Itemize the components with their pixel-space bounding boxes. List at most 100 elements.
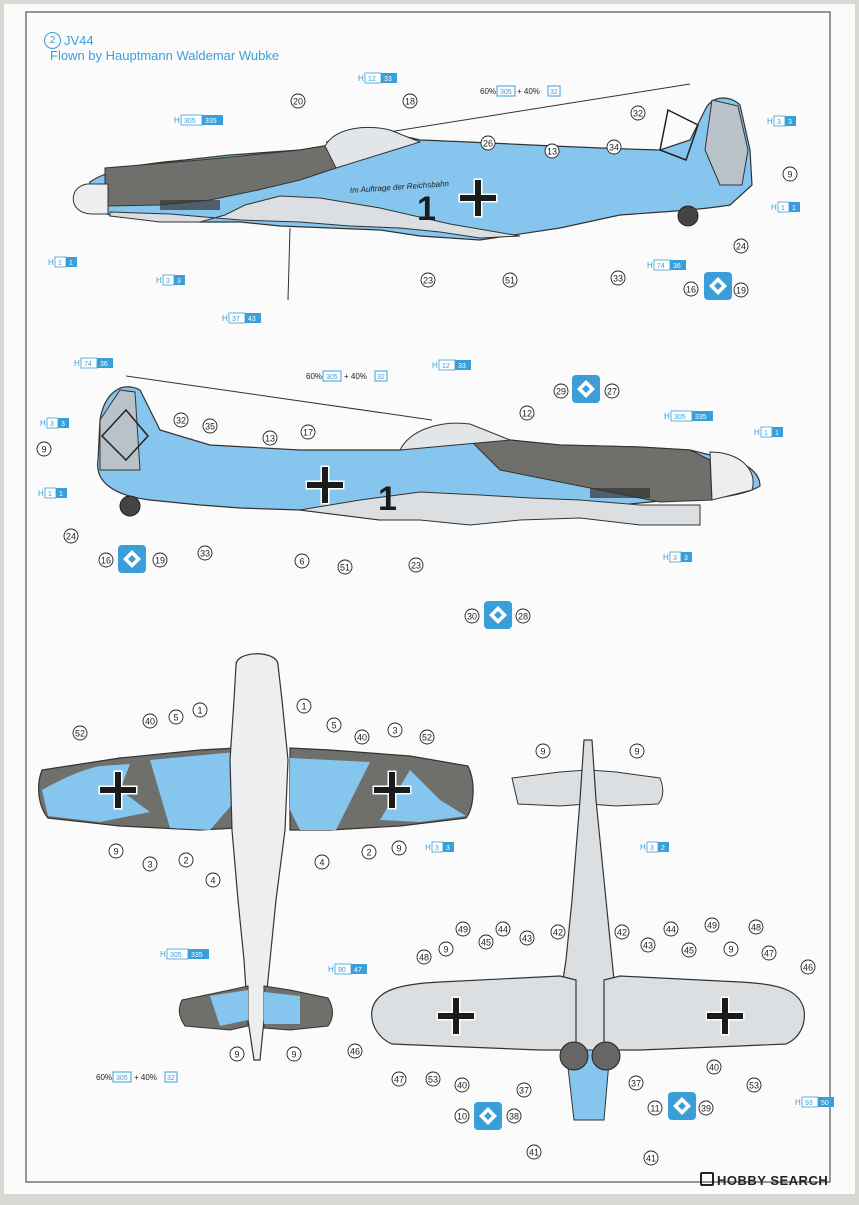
paint-ref-h: H [48,258,54,267]
paint-ref-number: 36 [100,361,108,368]
callout-marker: 32 [630,105,646,121]
callout-marker: 9 [36,441,52,457]
callout-marker: 49 [704,917,720,933]
callout-number: 13 [547,147,557,157]
callout-number: 9 [41,445,46,455]
callout-number: 34 [609,143,619,153]
paint-ref-code: 37 [232,316,240,323]
right-side-profile: 1 [97,375,761,526]
callout-marker: 23 [408,557,424,573]
paint-ref-number: 1 [59,491,63,498]
callout-number: 42 [553,928,563,938]
watermark-text: HOBBY SEARCH [717,1173,829,1188]
callout-number: 9 [234,1050,239,1060]
callout-number: 46 [803,963,813,973]
decal-symbol [572,375,600,403]
callout-number: 32 [633,109,643,119]
paint-ref-number: 33 [458,363,466,370]
callout-number: 51 [505,276,515,286]
callout-number: 28 [518,612,528,622]
callout-marker: 23 [420,272,436,288]
paint-ref-h: H [771,203,777,212]
callout-number: 9 [634,747,639,757]
callout-marker: 47 [761,945,777,961]
callout-marker: 1 [296,698,312,714]
callout-number: 27 [607,387,617,397]
callout-marker: 6 [294,553,310,569]
callout-marker: 11 [647,1100,663,1116]
hobby-search-watermark: HOBBY SEARCH [700,1172,828,1188]
callout-number: 9 [396,844,401,854]
callout-marker: 2 [361,844,377,860]
callout-number: 43 [643,941,653,951]
callout-marker: 43 [640,937,656,953]
mix-formula-2: 60% 305 + 40% 32 [306,370,388,382]
callout-marker: 38 [506,1108,522,1124]
paint-ref-h: H [425,843,431,852]
callout-marker: 40 [706,1059,722,1075]
callout-number: 40 [357,733,367,743]
callout-number: 41 [646,1154,656,1164]
paint-ref-h: H [647,261,653,270]
upper-surface-view [38,653,474,1061]
paint-ref-code: 90 [338,967,346,974]
callout-number: 33 [200,549,210,559]
callout-number: 24 [66,532,76,542]
callout-number: 13 [265,434,275,444]
paint-ref-code: 3 [166,278,170,285]
callout-number: 24 [736,242,746,252]
callout-number: 46 [350,1047,360,1057]
callout-marker: 53 [746,1077,762,1093]
callout-number: 9 [787,170,792,180]
paint-ref-h: H [795,1098,801,1107]
paint-ref-number: 335 [191,952,203,959]
paint-ref-code: 1 [781,205,785,212]
paint-ref-h: H [358,74,364,83]
callout-number: 44 [498,925,508,935]
pilot-label: Flown by Hauptmann Waldemar Wubke [50,48,280,63]
mix-formula-3: 60% 305 + 40% 32 [96,1071,178,1083]
callout-marker: 9 [229,1046,245,1062]
paint-ref-h: H [156,276,162,285]
mix-code-1: 305 [500,89,512,96]
callout-marker: 20 [290,93,306,109]
paint-ref-number: 2 [661,845,665,852]
callout-marker: 30 [464,608,480,624]
paint-ref-h: H [74,359,80,368]
callout-number: 2 [183,856,188,866]
decal-symbol [118,545,146,573]
callout-number: 4 [319,858,324,868]
callout-number: 39 [701,1104,711,1114]
paint-ref-h: H [664,412,670,421]
callout-marker: 26 [480,135,496,151]
decal-symbol [474,1102,502,1130]
paint-ref-number: 43 [248,316,256,323]
mix-pct-2c: + 40% [134,1073,157,1082]
paint-ref-code: 93 [805,1100,813,1107]
paint-ref-number: 3 [788,119,792,126]
callout-marker: 48 [748,919,764,935]
paint-ref-code: 3 [777,119,781,126]
callout-number: 53 [749,1081,759,1091]
callout-number: 52 [422,733,432,743]
callout-number: 45 [481,938,491,948]
callout-number: 5 [331,721,336,731]
mix-code-2b: 32 [377,374,385,381]
callout-number: 48 [751,923,761,933]
paint-ref-number: 36 [673,263,681,270]
paint-ref-h: H [754,428,760,437]
callout-number: 38 [509,1112,519,1122]
mix-pct-1c: 60% [96,1073,112,1082]
paint-ref-code: 305 [184,118,196,125]
paint-ref-h: H [174,116,180,125]
callout-number: 18 [405,97,415,107]
callout-number: 9 [113,847,118,857]
callout-number: 2 [366,848,371,858]
callout-marker: 13 [262,430,278,446]
mix-code-2: 32 [550,89,558,96]
